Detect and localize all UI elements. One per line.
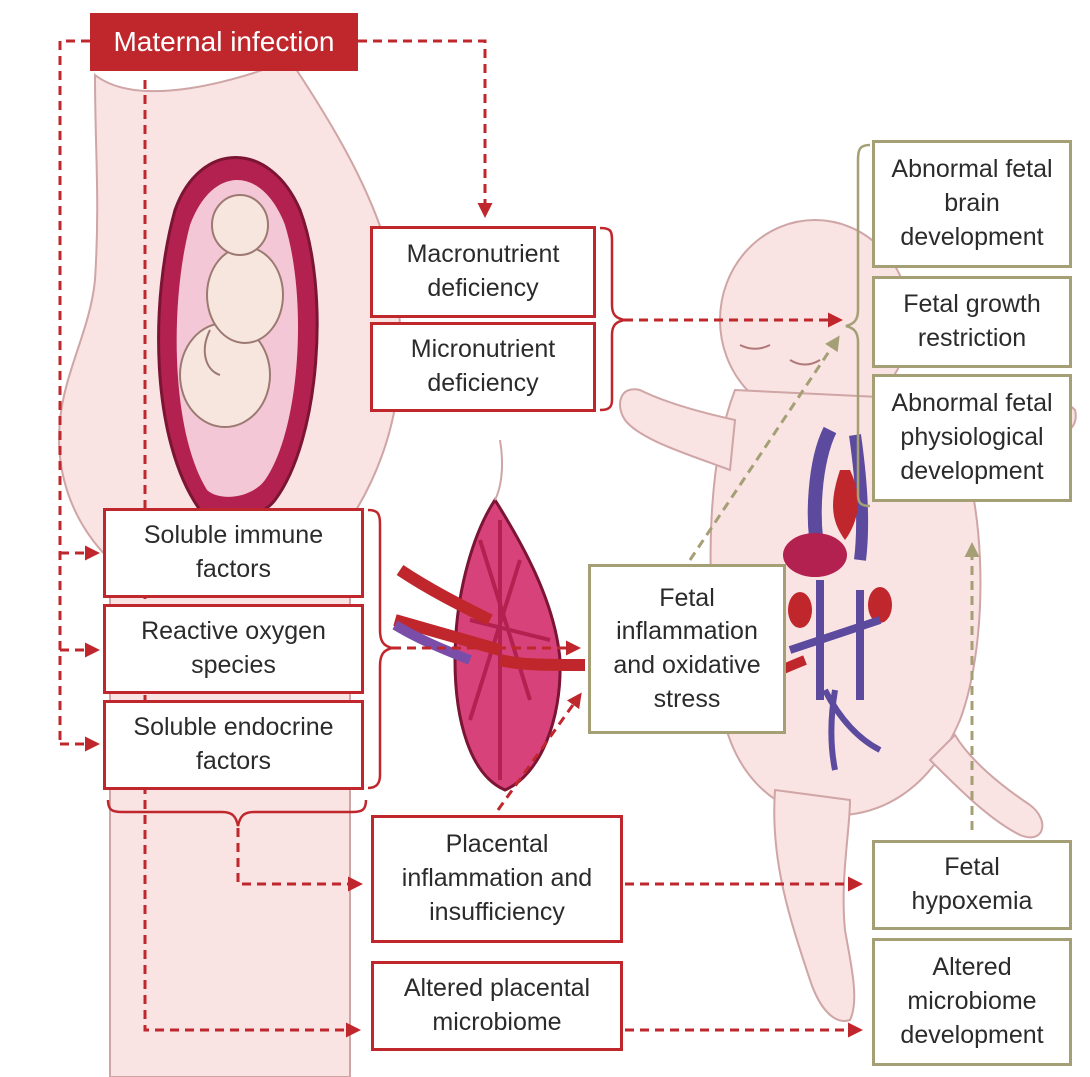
altered-microbiome-development-box: Altered microbiome development (872, 938, 1072, 1066)
placenta-illustration (395, 440, 585, 790)
macronutrient-deficiency-box: Macronutrient deficiency (370, 226, 596, 318)
reactive-oxygen-species-box: Reactive oxygen species (103, 604, 364, 694)
placental-inflammation-box: Placental inflammation and insufficiency (371, 815, 623, 943)
abnormal-brain-development-box: Abnormal fetal brain development (872, 140, 1072, 268)
altered-placental-microbiome-box: Altered placental microbiome (371, 961, 623, 1051)
arrow-infection-to-macronutrient (358, 41, 485, 215)
fetal-growth-restriction-box: Fetal growth restriction (872, 276, 1072, 368)
fetal-inflammation-box: Fetal inflammation and oxidative stress (588, 564, 786, 734)
soluble-endocrine-factors-box: Soluble endocrine factors (103, 700, 364, 790)
abnormal-physiological-development-box: Abnormal fetal physiological development (872, 374, 1072, 502)
micronutrient-deficiency-box: Micronutrient deficiency (370, 322, 596, 412)
soluble-immune-factors-box: Soluble immune factors (103, 508, 364, 598)
fetal-hypoxemia-box: Fetal hypoxemia (872, 840, 1072, 930)
maternal-infection-title: Maternal infection (90, 13, 358, 71)
